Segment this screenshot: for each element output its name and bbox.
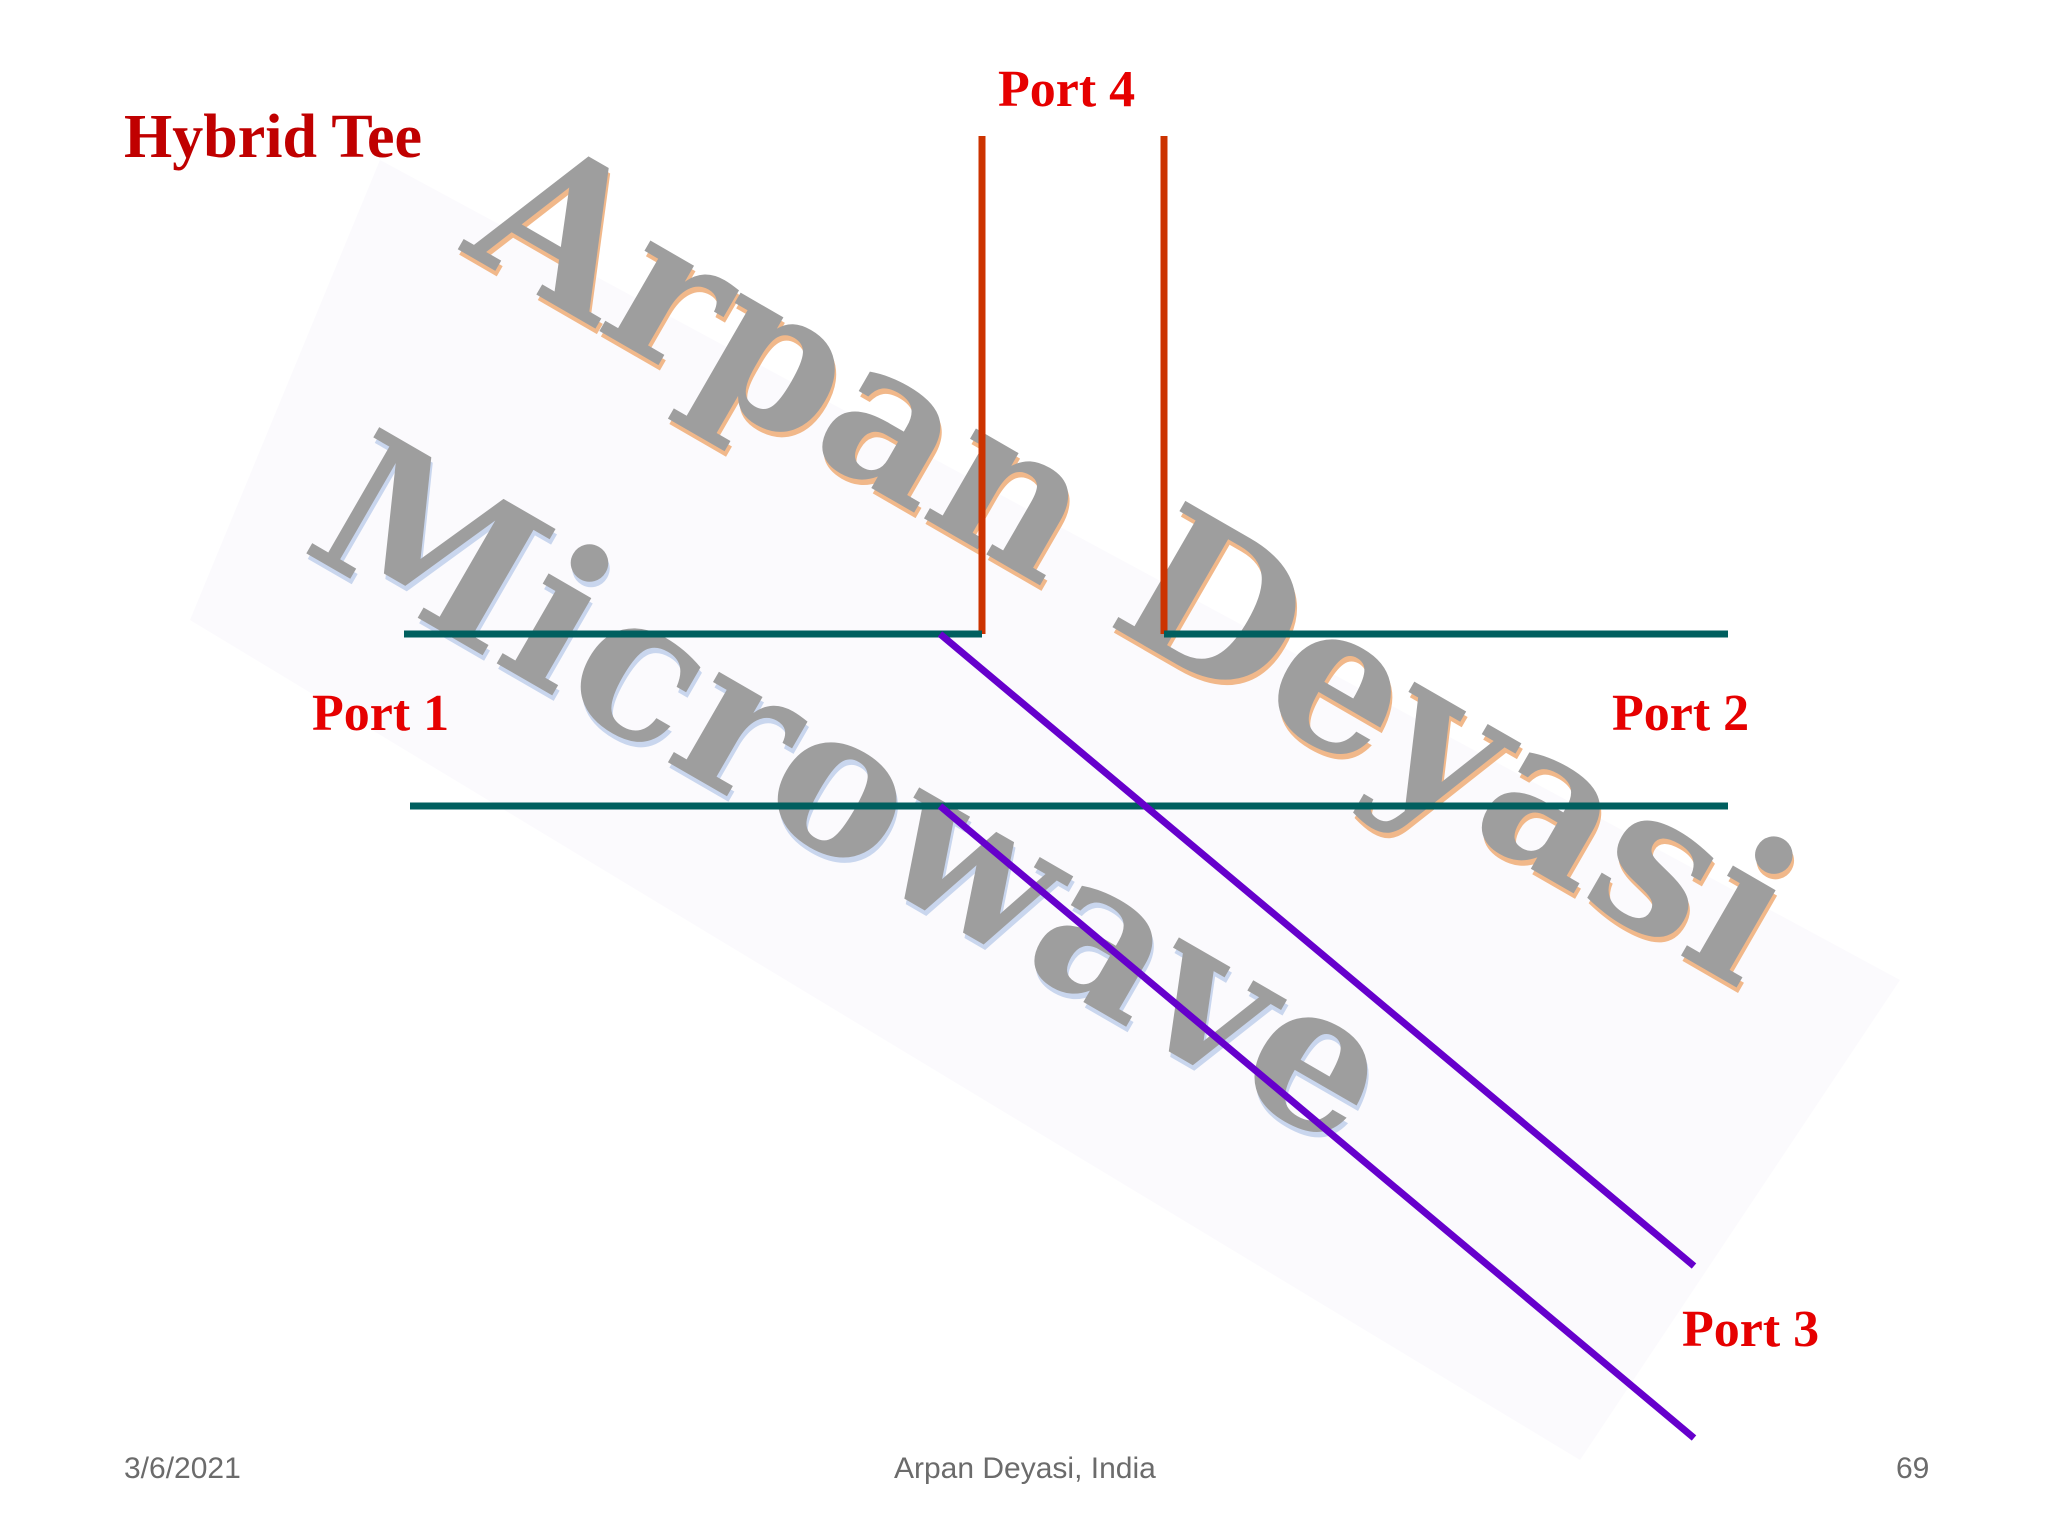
footer-page-number: 69 (1896, 1452, 1930, 1485)
footer-date: 3/6/2021 (124, 1452, 241, 1485)
h-arm-lower-wall (937, 803, 1697, 1441)
port-1-label: Port 1 (312, 685, 450, 742)
port-2-label: Port 2 (1612, 685, 1750, 742)
slide-title: Hybrid Tee (124, 103, 423, 171)
h-arm-upper-wall (937, 631, 1697, 1269)
watermark-backdrop (190, 160, 1900, 1460)
port-3-label: Port 3 (1682, 1301, 1820, 1358)
footer-author: Arpan Deyasi, India (894, 1452, 1156, 1485)
port-4-label: Port 4 (998, 61, 1136, 118)
